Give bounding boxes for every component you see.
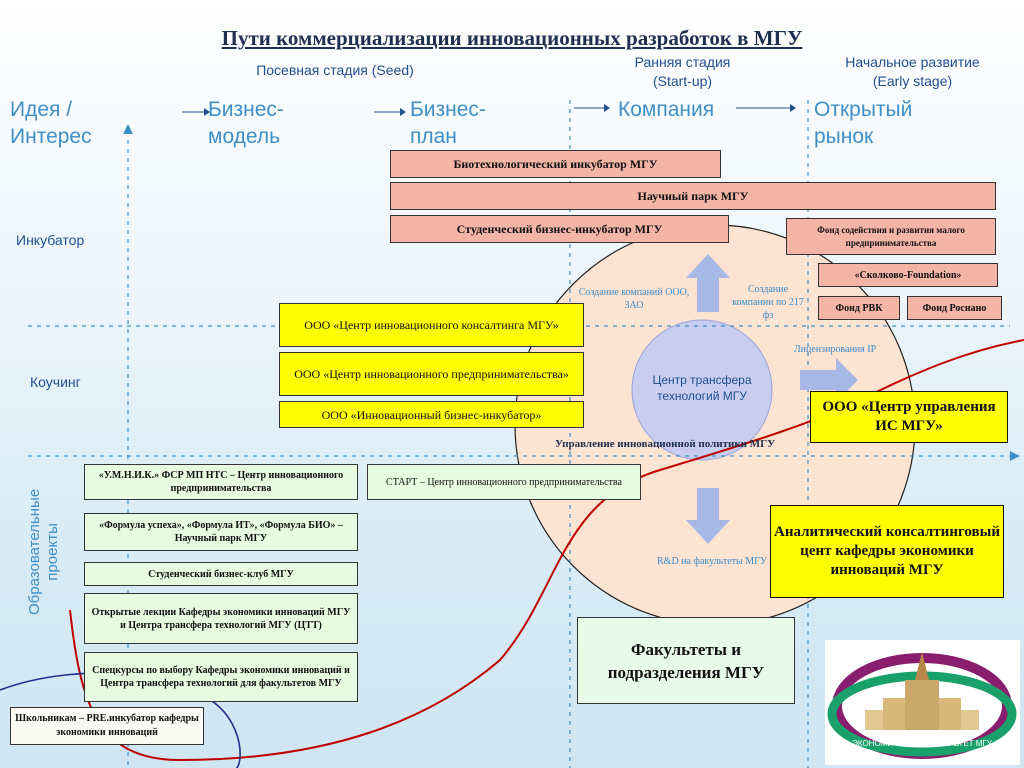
row-coaching: Коучинг (30, 374, 81, 390)
create-217-label: Создание компании по 217 фз (732, 284, 804, 321)
col-market: Открытый рынок (814, 96, 912, 150)
special-courses-box: Спецкурсы по выбору Кафедры экономики ин… (84, 652, 358, 702)
faculty-logo: ЭКОНОМИЧЕСКИЙ ФАКУЛЬТЕТ МГУ (825, 640, 1020, 765)
col-model-line1: Бизнес- (208, 98, 284, 121)
create-llc-label: Создание компаний ООО, ЗАО (578, 287, 690, 311)
arrow-right-icon (1010, 451, 1020, 461)
business-incubator-llc-box: ООО «Инновационный бизнес-инкубатор» (279, 401, 584, 428)
row-edu-line2: проекты (44, 523, 61, 581)
umnik-box: «У.М.Н.И.К.» ФСР МП НТС – Центр инноваци… (84, 464, 358, 500)
up-block-arrow-icon (686, 254, 730, 312)
open-lectures-box: Открытые лекции Кафедры экономики иннова… (84, 593, 358, 644)
fund-rvk-box: Фонд РВК (818, 296, 900, 320)
arrow-up-icon (123, 124, 133, 134)
fund-rosnano-box: Фонд Роснано (907, 296, 1002, 320)
skolkovo-box: «Сколково-Foundation» (818, 263, 998, 287)
student-incubator-box: Студенческий бизнес-инкубатор МГУ (390, 215, 729, 243)
col-model-line2: модель (208, 125, 281, 148)
entrepreneurship-center-box: ООО «Центр инновационного предпринимател… (279, 352, 584, 396)
school-pre-incubator-box: Школьникам – PRE.инкубатор кафедры эконо… (10, 707, 204, 745)
stage-early: Начальное развитие (Early stage) (820, 53, 1005, 91)
stage-startup: Ранняя стадия (Start-up) (600, 53, 765, 91)
col-market-line2: рынок (814, 125, 874, 148)
policy-label: Управление инновационной политики МГУ (555, 438, 776, 450)
stage-startup-line2: (Start-up) (652, 73, 713, 89)
header-arrow-icon (604, 104, 610, 112)
rnd-label: R&D на факультеты МГУ (657, 556, 767, 567)
row-incubator: Инкубатор (16, 232, 85, 248)
student-club-box: Студенческий бизнес-клуб МГУ (84, 562, 358, 586)
col-plan-line2: план (410, 125, 457, 148)
science-park-box: Научный парк МГУ (390, 182, 996, 210)
col-market-line1: Открытый (814, 98, 913, 121)
col-idea-line2: Интерес (10, 125, 92, 148)
consulting-center-box: ООО «Центр инновационного консалтинга МГ… (279, 303, 584, 347)
faculties-box: Факультеты и подразделения МГУ (577, 617, 795, 704)
col-plan-line1: Бизнес- (410, 98, 486, 121)
ip-center-box: ООО «Центр управления ИС МГУ» (810, 391, 1008, 443)
stage-early-line1: Начальное развитие (845, 54, 980, 70)
center-label: Центр трансфера технологий МГУ (652, 373, 752, 403)
header-arrow-icon (204, 108, 210, 116)
col-idea: Идея / Интерес (10, 96, 92, 150)
stage-seed: Посевная стадия (Seed) (256, 62, 414, 78)
col-company: Компания (618, 98, 715, 121)
down-block-arrow-icon (686, 488, 730, 544)
bio-incubator-box: Биотехнологический инкубатор МГУ (390, 150, 721, 178)
formula-box: «Формула успеха», «Формула ИТ», «Формула… (84, 513, 358, 551)
licensing-label: Лицензирования IP (793, 344, 877, 355)
header-arrow-icon (400, 108, 406, 116)
logo-text: ЭКОНОМИЧЕСКИЙ ФАКУЛЬТЕТ МГУ (852, 739, 993, 748)
row-edu-line1: Образовательные (26, 488, 43, 615)
analytic-center-box: Аналитический консалтинговый цент кафедр… (770, 505, 1004, 598)
page-title: Пути коммерциализации инновационных разр… (221, 26, 803, 50)
header-arrow-icon (790, 104, 796, 112)
center-circle (631, 319, 773, 461)
stage-startup-line1: Ранняя стадия (634, 54, 731, 70)
col-plan: Бизнес- план (410, 96, 486, 150)
start-box: СТАРТ – Центр инновационного предпринима… (367, 464, 641, 500)
stage-early-line2: (Early stage) (872, 73, 953, 89)
col-model: Бизнес- модель (208, 96, 284, 150)
fund-small-business-box: Фонд содействия и развития малого предпр… (786, 218, 996, 255)
row-edu: Образовательные проекты (26, 489, 62, 615)
col-idea-line1: Идея / (10, 98, 73, 121)
